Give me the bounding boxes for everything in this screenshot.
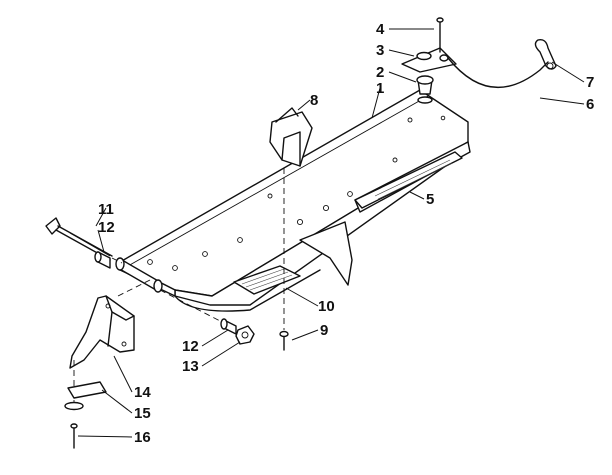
nut <box>235 325 255 345</box>
callout-14: 14 <box>134 384 151 401</box>
callout-6: 6 <box>586 96 594 113</box>
callout-12-right: 12 <box>182 338 199 355</box>
callout-labels: 1 2 3 4 5 6 7 8 9 10 11 12 12 13 14 15 1… <box>98 21 594 446</box>
callout-9: 9 <box>320 322 328 339</box>
callout-11: 11 <box>98 201 114 218</box>
pin <box>436 17 444 53</box>
hinge-bracket <box>69 295 135 369</box>
callout-4: 4 <box>376 21 385 38</box>
callout-15: 15 <box>134 405 151 422</box>
callout-10: 10 <box>318 298 335 315</box>
backing-plate <box>67 381 107 399</box>
spacer-left <box>94 251 111 269</box>
callout-8: 8 <box>310 92 318 109</box>
callout-5: 5 <box>426 191 434 208</box>
leader-lines <box>77 28 585 438</box>
cable-lanyard <box>447 38 557 89</box>
callout-7: 7 <box>586 74 594 91</box>
grommet <box>416 75 434 104</box>
callout-13: 13 <box>182 358 199 375</box>
rivet <box>279 330 289 351</box>
callout-1: 1 <box>376 80 384 97</box>
spring-clip <box>269 107 313 167</box>
callout-12-left: 12 <box>98 219 115 236</box>
spacer-right <box>220 318 237 335</box>
mounting-plate <box>401 47 457 73</box>
callout-16: 16 <box>134 429 151 446</box>
callout-2: 2 <box>376 64 384 81</box>
running-board <box>115 89 471 312</box>
callout-3: 3 <box>376 42 384 59</box>
washer-rivet <box>64 401 84 449</box>
